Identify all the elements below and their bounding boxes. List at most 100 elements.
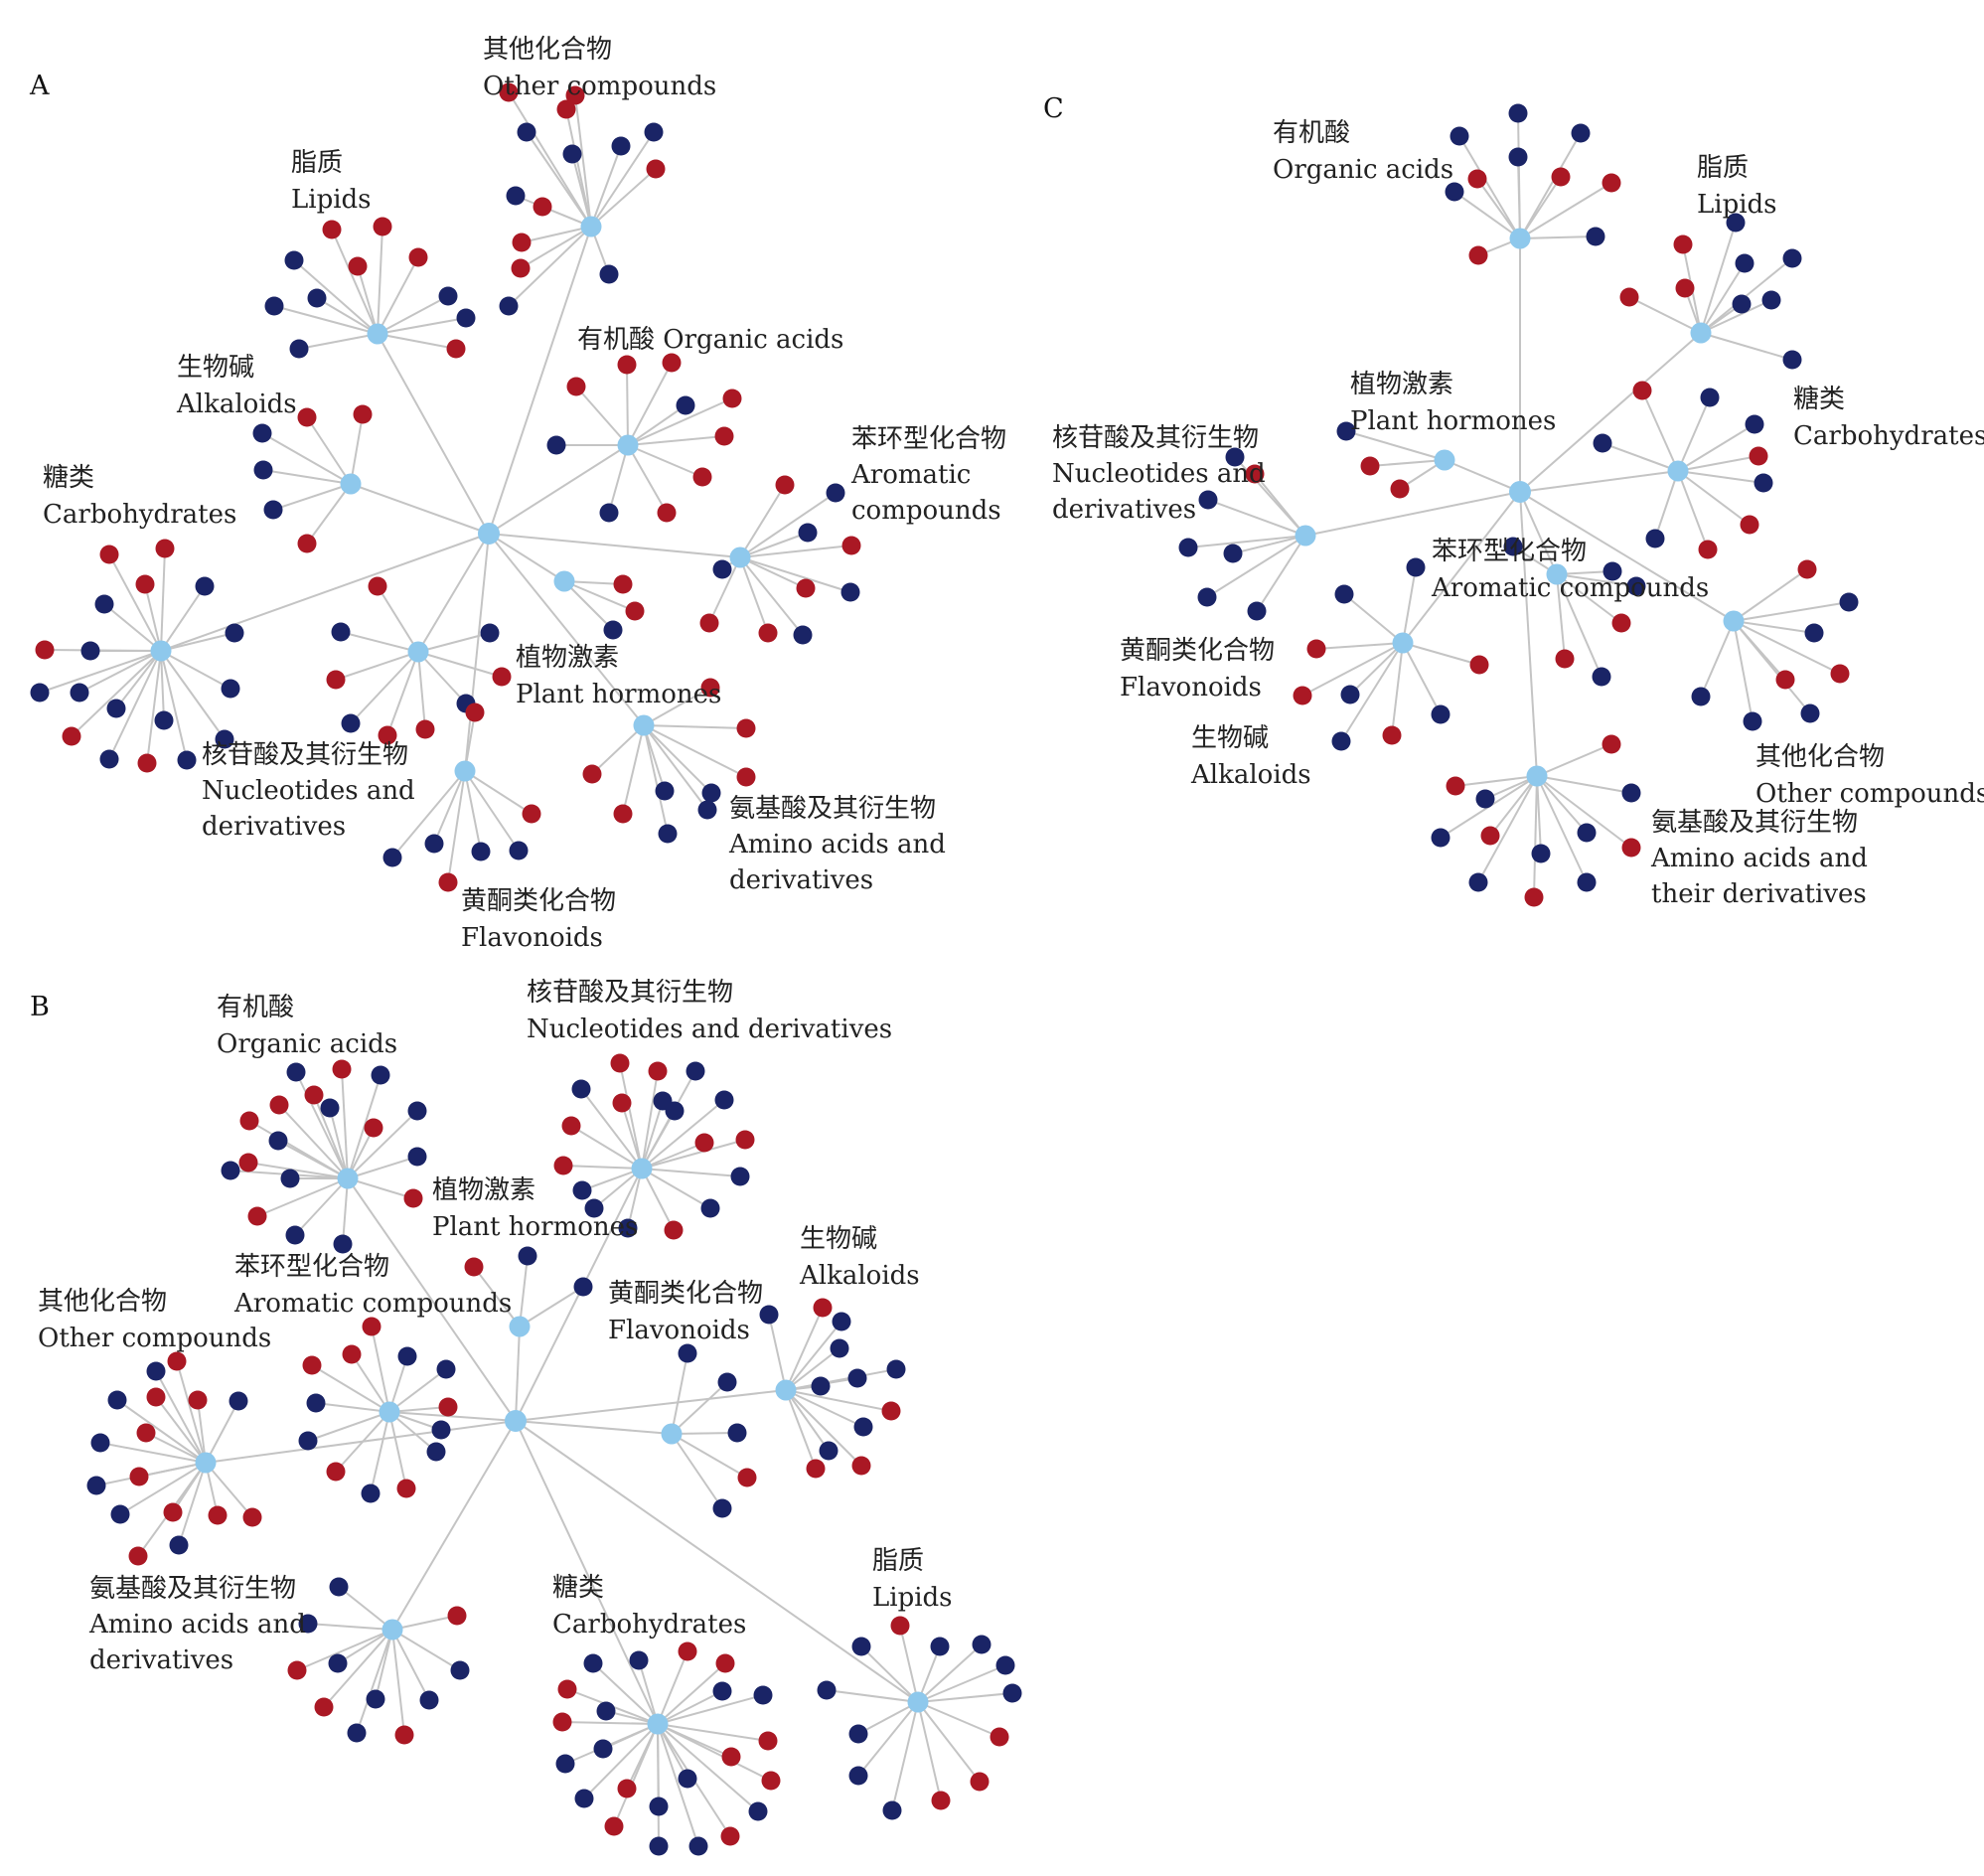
leaf-node-red xyxy=(348,256,368,276)
leaf-node-red xyxy=(163,1502,183,1522)
edge-hub-to-leaf xyxy=(145,1432,207,1464)
category-label-en: Organic acids xyxy=(217,1029,397,1059)
leaf-node-blue xyxy=(853,1417,873,1437)
edge-hub-to-leaf xyxy=(641,1139,746,1170)
leaf-node-red xyxy=(758,1731,778,1751)
edge-hub-to-leaf xyxy=(768,1314,787,1391)
category-label-en: Other compounds xyxy=(1755,779,1984,809)
leaf-node-red xyxy=(1293,686,1312,705)
leaf-node-red xyxy=(720,1826,740,1846)
leaf-node-blue xyxy=(593,1739,613,1759)
leaf-node-red xyxy=(522,804,541,824)
edge-hub-to-leaf xyxy=(657,1723,769,1742)
leaf-node-red xyxy=(403,1188,423,1208)
category-label-zh: 黄酮类化合物 xyxy=(608,1279,763,1309)
edge-hub-to-leaf xyxy=(356,1629,393,1734)
edge-hub-to-leaf xyxy=(1402,642,1480,666)
leaf-node-blue xyxy=(583,1653,603,1673)
hub-node xyxy=(337,1168,359,1189)
edge-hub-to-leaf xyxy=(627,397,733,446)
edge-hub-to-leaf xyxy=(643,724,666,792)
leaf-node-blue xyxy=(347,1723,367,1743)
leaf-node-blue xyxy=(886,1359,906,1379)
leaf-node-red xyxy=(364,1118,383,1138)
leaf-node-blue xyxy=(930,1637,950,1656)
edge-hub-to-leaf xyxy=(627,444,703,478)
edge-hub-to-leaf xyxy=(272,483,352,511)
edge-hub-to-leaf xyxy=(1700,620,1735,698)
edge-hub-to-leaf xyxy=(247,1162,349,1179)
category-label-zh: 糖类 xyxy=(1793,385,1845,414)
category-label-en: Carbohydrates xyxy=(552,1610,746,1640)
edge-hub-to-leaf xyxy=(739,545,852,558)
leaf-node-red xyxy=(736,767,756,787)
edge-hub-to-leaf xyxy=(641,1142,705,1170)
edge-hub-to-leaf xyxy=(357,265,379,335)
edge-hub-to-leaf xyxy=(785,1347,840,1391)
leaf-node-red xyxy=(1740,515,1759,535)
edge-hub-to-leaf xyxy=(562,1165,643,1170)
edge-hub-to-leaf xyxy=(708,556,741,624)
leaf-node-blue xyxy=(1508,103,1528,123)
leaf-node-blue xyxy=(280,1169,300,1188)
hub-node xyxy=(633,714,655,736)
leaf-node-red xyxy=(714,426,734,446)
leaf-node-red xyxy=(208,1505,228,1525)
leaf-node-blue xyxy=(1225,447,1245,467)
leaf-node-blue xyxy=(517,122,536,142)
edge-hub-to-leaf xyxy=(1489,775,1538,837)
leaf-node-red xyxy=(464,1257,484,1277)
leaf-node-blue xyxy=(264,296,284,316)
leaf-node-blue xyxy=(1761,290,1781,310)
leaf-node-blue xyxy=(407,1147,427,1167)
leaf-node-blue xyxy=(798,523,818,543)
leaf-node-red xyxy=(557,1679,577,1699)
leaf-node-blue xyxy=(848,1724,868,1744)
leaf-node-blue xyxy=(107,1390,127,1410)
leaf-node-blue xyxy=(1503,537,1523,556)
edge-hub-to-leaf xyxy=(1700,257,1793,334)
leaf-node-red xyxy=(722,389,742,408)
category-label-en: Organic acids xyxy=(1273,155,1453,185)
edge-center-to-hub xyxy=(488,533,741,558)
edge-hub-to-leaf xyxy=(591,724,645,775)
edge-hub-to-leaf xyxy=(785,1389,864,1428)
leaf-node-red xyxy=(648,1061,668,1081)
category-label-en: Alkaloids xyxy=(176,390,297,419)
hub-node xyxy=(509,1316,531,1337)
edge-hub-to-leaf xyxy=(1602,442,1679,472)
edge-hub-to-leaf xyxy=(917,1701,942,1801)
edge-hub-to-leaf xyxy=(1301,642,1404,697)
edge-hub-to-leaf xyxy=(643,724,708,811)
leaf-node-blue xyxy=(611,136,631,156)
leaf-node-red xyxy=(1611,613,1631,633)
edge-hub-to-leaf xyxy=(671,1381,728,1435)
edge-hub-to-leaf xyxy=(899,1625,919,1703)
leaf-node-blue xyxy=(225,623,244,643)
leaf-node-blue xyxy=(329,1577,349,1597)
edge-hub-to-leaf xyxy=(464,770,520,852)
hub-node xyxy=(1690,322,1712,344)
edge-hub-to-leaf xyxy=(1700,332,1793,361)
leaf-node-blue xyxy=(286,1062,306,1082)
edge-hub-to-leaf xyxy=(1556,573,1637,587)
edge-hub-to-leaf xyxy=(1519,182,1612,239)
edge-hub-to-leaf xyxy=(590,168,657,228)
leaf-node-red xyxy=(664,1220,684,1240)
edge-hub-to-leaf xyxy=(1628,296,1702,334)
category-label-zh: 糖类 xyxy=(552,1573,604,1603)
leaf-node-red xyxy=(613,804,633,824)
leaf-node-blue xyxy=(1743,711,1762,731)
edge-hub-to-leaf xyxy=(464,770,533,815)
edge-hub-to-leaf xyxy=(341,1068,349,1179)
node-layer xyxy=(30,82,1859,1856)
edge-hub-to-leaf xyxy=(347,1177,414,1199)
edge-hub-to-leaf xyxy=(329,1107,349,1179)
leaf-node-red xyxy=(758,623,778,643)
hub-node xyxy=(367,323,388,345)
leaf-node-red xyxy=(438,1397,458,1417)
leaf-node-blue xyxy=(599,264,619,284)
leaf-node-blue xyxy=(748,1801,768,1821)
category-label-en: Other compounds xyxy=(38,1324,271,1353)
